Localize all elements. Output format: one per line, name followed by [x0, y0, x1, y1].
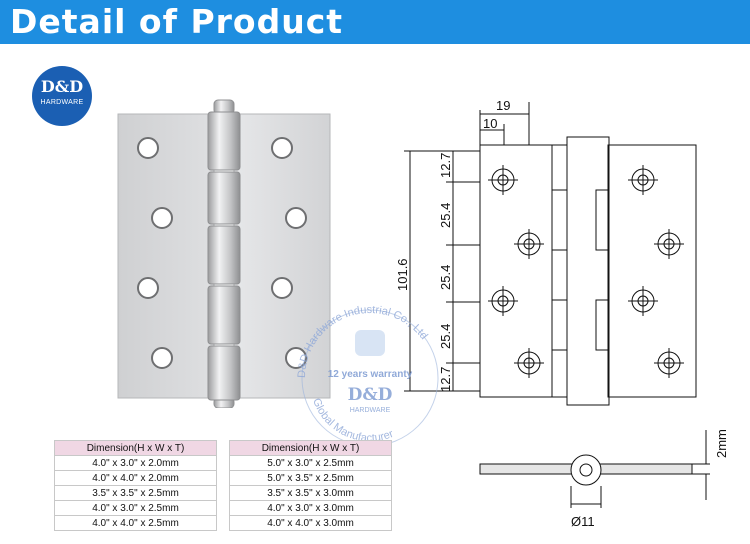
table-row: 5.0" x 3.0" x 2.5mm	[229, 455, 392, 471]
table-row: 4.0" x 4.0" x 2.0mm	[54, 470, 217, 486]
drawing-leaf-left	[479, 144, 553, 398]
drawing-screw-hole	[628, 165, 658, 195]
watermark-emblem	[355, 330, 385, 356]
drawing-screw-hole	[654, 348, 684, 378]
side-view-diameter-label: Ø11	[571, 514, 595, 529]
screw-hole	[271, 137, 293, 159]
table-row: 4.0" x 3.0" x 2.5mm	[54, 500, 217, 516]
table-cell: 5.0" x 3.0" x 2.5mm	[229, 455, 392, 471]
product-photo	[117, 99, 331, 408]
drawing-screw-hole	[514, 348, 544, 378]
watermark: D&D Hardware Industrial Co., Ltd Global …	[296, 304, 439, 447]
brand-logo-name: D&D	[40, 77, 84, 96]
brand-logo: D&D HARDWARE	[32, 66, 92, 126]
dimension-label-top-width: 19	[496, 98, 510, 113]
side-view-pin	[579, 463, 593, 477]
dimension-label-top-offset: 10	[483, 116, 497, 131]
brand-logo-subtitle: HARDWARE	[40, 99, 84, 106]
drawing-screw-hole	[514, 229, 544, 259]
table-row: 4.0" x 4.0" x 3.0mm	[229, 515, 392, 531]
hinge-knuckle	[207, 285, 241, 345]
table-cell: 3.5" x 3.5" x 2.5mm	[54, 485, 217, 501]
table-cell: 4.0" x 4.0" x 2.5mm	[54, 515, 217, 531]
table-row: 4.0" x 4.0" x 2.5mm	[54, 515, 217, 531]
table-cell: 4.0" x 3.0" x 2.5mm	[54, 500, 217, 516]
drawing-screw-hole	[628, 286, 658, 316]
table-row: 4.0" x 3.0" x 3.0mm	[229, 500, 392, 516]
dimension-line-top	[479, 102, 530, 145]
hinge-leaf-right	[233, 113, 331, 399]
screw-hole	[271, 277, 293, 299]
screw-hole	[285, 347, 307, 369]
table-header: Dimension(H x W x T)	[229, 440, 392, 456]
table-header-row: Dimension(H x W x T)	[54, 440, 217, 456]
dimension-label-edge-bottom: 12.7	[438, 367, 453, 392]
table-cell: 4.0" x 4.0" x 2.0mm	[54, 470, 217, 486]
screw-hole	[151, 207, 173, 229]
header-banner: Detail of Product	[0, 0, 750, 44]
dimension-label-edge-top: 12.7	[438, 153, 453, 178]
table-cell: 4.0" x 3.0" x 3.0mm	[229, 500, 392, 516]
dimension-table-2: Dimension(H x W x T) 5.0" x 3.0" x 2.5mm…	[229, 440, 392, 531]
hinge-knuckle	[207, 111, 241, 171]
dimension-label-height: 101.6	[395, 258, 410, 291]
watermark-sub: HARDWARE	[350, 407, 391, 414]
watermark-band: 12 years warranty	[328, 369, 413, 380]
drawing-screw-hole	[488, 286, 518, 316]
table-cell: 3.5" x 3.5" x 3.0mm	[229, 485, 392, 501]
drawing-screw-hole	[488, 165, 518, 195]
drawing-screw-hole	[654, 229, 684, 259]
table-cell: 4.0" x 4.0" x 3.0mm	[229, 515, 392, 531]
drawing-knuckle-outline	[552, 144, 609, 398]
table-header: Dimension(H x W x T)	[54, 440, 217, 456]
dimension-label-segment-2: 25.4	[438, 265, 453, 290]
dimension-label-segment-3: 25.4	[438, 324, 453, 349]
page-title: Detail of Product	[10, 2, 344, 41]
hinge-knuckle	[207, 171, 241, 225]
screw-hole	[285, 207, 307, 229]
hinge-knuckle	[207, 345, 241, 401]
screw-hole	[151, 347, 173, 369]
dimension-line-left	[404, 150, 480, 392]
side-view-drawing: 2mm Ø11	[479, 429, 729, 529]
table-cell: 5.0" x 3.5" x 2.5mm	[229, 470, 392, 486]
hinge-knuckle	[207, 225, 241, 285]
table-row: 3.5" x 3.5" x 3.0mm	[229, 485, 392, 501]
side-view-thickness-label: 2mm	[714, 429, 729, 458]
dimension-table-1: Dimension(H x W x T) 4.0" x 3.0" x 2.0mm…	[54, 440, 217, 531]
table-row: 4.0" x 3.0" x 2.0mm	[54, 455, 217, 471]
watermark-main: D&D	[348, 385, 393, 405]
screw-hole	[137, 137, 159, 159]
dimension-label-segment-1: 25.4	[438, 203, 453, 228]
screw-hole	[137, 277, 159, 299]
table-row: 3.5" x 3.5" x 2.5mm	[54, 485, 217, 501]
table-cell: 4.0" x 3.0" x 2.0mm	[54, 455, 217, 471]
drawing-knuckle-column	[566, 136, 610, 406]
side-view-knuckle	[570, 454, 602, 486]
side-view-dimension-lines	[570, 430, 710, 508]
technical-drawing: 19 10 101.6 12.7 25.4 25.4 25.4 12.7	[395, 98, 697, 406]
table-row: 5.0" x 3.5" x 2.5mm	[229, 470, 392, 486]
table-header-row: Dimension(H x W x T)	[229, 440, 392, 456]
drawing-leaf-right	[607, 144, 697, 398]
